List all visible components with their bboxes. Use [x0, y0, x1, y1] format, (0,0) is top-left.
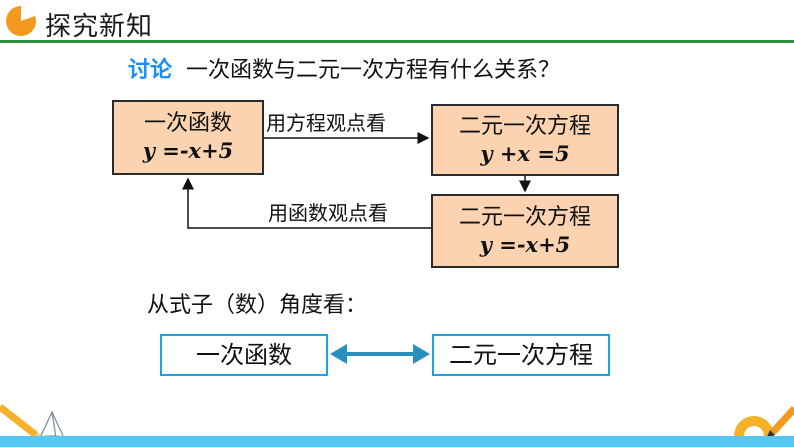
equation-box-top: 二元一次方程 y +x =5: [431, 104, 619, 176]
linear-function-label: 一次函数: [143, 111, 232, 136]
compare-right-box: 二元一次方程: [432, 334, 610, 376]
arrow-equation-to-function: [182, 177, 431, 229]
equation-box-bottom: 二元一次方程 y =-x+5: [431, 194, 619, 268]
linear-function-box: 一次函数 y =-x+5: [112, 100, 264, 175]
discussion-question: 讨论一次函数与二元一次方程有什么关系？: [128, 52, 560, 84]
discussion-tag: 讨论: [128, 58, 173, 83]
question-text: 一次函数与二元一次方程有什么关系？: [186, 58, 561, 83]
equation-top-label: 二元一次方程: [458, 114, 591, 139]
footer-bar: [0, 436, 794, 447]
equation-view-label: 用方程观点看: [266, 111, 386, 135]
function-view-label: 用函数观点看: [268, 201, 388, 225]
protractor-icon: [734, 416, 774, 436]
linear-function-formula: y =-x+5: [142, 138, 234, 163]
compare-left-box: 一次函数: [160, 334, 328, 376]
pie-chart-icon: [6, 6, 36, 36]
pencil-icon-right: [766, 406, 794, 439]
equation-top-formula: y +x =5: [480, 141, 570, 166]
equation-bottom-label: 二元一次方程: [458, 205, 591, 230]
perspective-heading: 从式子（数）角度看：: [147, 293, 368, 318]
header-divider: [0, 40, 794, 43]
pencil-icon-left: [0, 404, 46, 440]
page-title: 探究新知: [45, 12, 154, 42]
equation-bottom-formula: y =-x+5: [479, 232, 571, 257]
double-arrow: [330, 344, 430, 364]
